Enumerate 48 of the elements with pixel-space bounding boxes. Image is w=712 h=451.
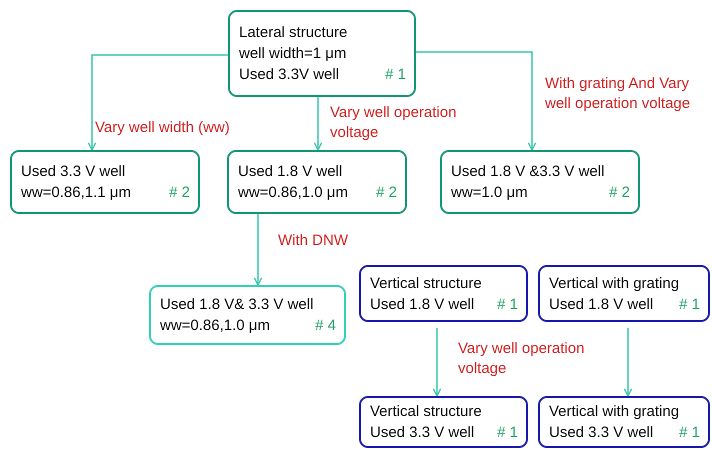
number-tag: # 2 bbox=[376, 182, 397, 203]
box-text: Vertical with grating bbox=[549, 274, 680, 294]
edge-label: Vary well operation voltage bbox=[458, 339, 586, 379]
process-box bbox=[227, 150, 407, 214]
box-text: Used 1.8 V well bbox=[238, 162, 344, 182]
process-box bbox=[359, 396, 528, 448]
box-text: Lateral structure bbox=[239, 23, 348, 43]
edge-label: Vary well operation voltage bbox=[330, 103, 458, 143]
number-tag: # 2 bbox=[609, 182, 630, 203]
box-text: Used 3.3 V well bbox=[549, 423, 654, 443]
box-text: ww=1.0 μm bbox=[451, 183, 528, 203]
arrow bbox=[254, 214, 262, 286]
box-text: Vertical structure bbox=[370, 274, 483, 294]
number-tag: # 4 bbox=[315, 315, 336, 336]
process-box bbox=[538, 396, 710, 448]
box-text: well width=1 μm bbox=[239, 44, 348, 64]
arrow bbox=[432, 328, 442, 397]
box-text: Vertical structure bbox=[370, 402, 483, 422]
number-tag: # 2 bbox=[169, 182, 190, 203]
number-tag: # 1 bbox=[497, 422, 518, 443]
box-text: Used 1.8 V& 3.3 V well bbox=[160, 295, 314, 315]
arrow bbox=[416, 51, 536, 151]
arrow bbox=[88, 54, 228, 151]
edge-label: Vary well width (ww) bbox=[95, 118, 230, 138]
box-text: ww=0.86,1.1 μm bbox=[21, 183, 131, 203]
process-box bbox=[228, 10, 416, 97]
arrow bbox=[314, 97, 322, 151]
edge-label: With grating And Vary well operation voltage bbox=[545, 74, 692, 114]
box-text: ww=0.86,1.0 μm bbox=[160, 316, 270, 336]
number-tag: # 1 bbox=[679, 422, 700, 443]
number-tag: # 1 bbox=[497, 294, 518, 314]
box-text: Used 3.3V well bbox=[239, 65, 340, 85]
process-box bbox=[149, 285, 346, 345]
process-box bbox=[359, 265, 528, 322]
box-text: ww=0.86,1.0 μm bbox=[238, 183, 348, 203]
number-tag: # 1 bbox=[385, 64, 406, 85]
box-text: Vertical with grating bbox=[549, 402, 680, 422]
box-text: Used 3.3 V well bbox=[370, 423, 474, 443]
box-text: Used 3.3 V well bbox=[21, 162, 126, 182]
number-tag: # 1 bbox=[679, 294, 700, 314]
process-box bbox=[440, 150, 640, 214]
process-box bbox=[10, 150, 200, 214]
box-text: Used 1.8 V well bbox=[549, 294, 654, 314]
box-text: Used 1.8 V &3.3 V well bbox=[451, 162, 606, 182]
edge-label: With DNW bbox=[278, 231, 348, 251]
box-text: Used 1.8 V well bbox=[370, 294, 474, 314]
arrow bbox=[624, 328, 632, 397]
process-box bbox=[538, 265, 710, 322]
